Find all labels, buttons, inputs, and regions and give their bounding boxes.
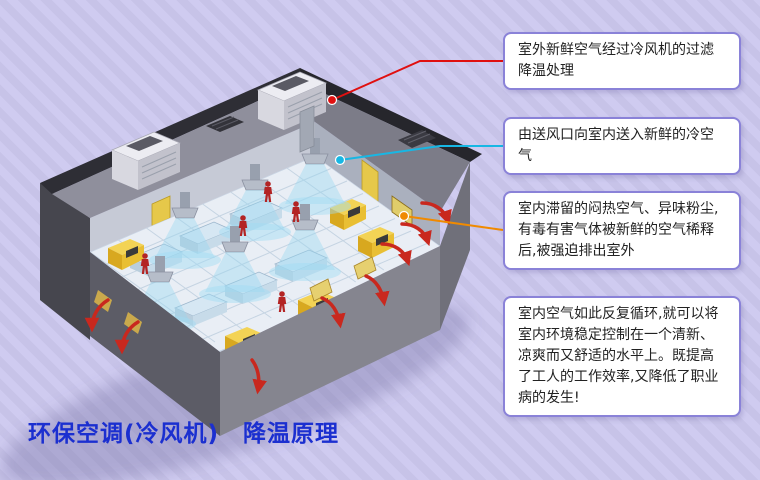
connector-line-red <box>331 60 503 101</box>
exhaust-air-arrows <box>84 201 452 395</box>
exhaust-arrow <box>420 201 452 226</box>
exhaust-arrow <box>400 222 432 247</box>
roof-grille-vent <box>398 130 436 148</box>
exhaust-arrow <box>84 298 110 333</box>
exhaust-vent <box>309 278 333 302</box>
marker-dot-intake <box>326 94 338 106</box>
callout-circulation-summary: 室内空气如此反复循环,就可以将室内环境稳定控制在一个清新、凉爽而又舒适的水平上。… <box>503 296 741 417</box>
callout-text: 室内空气如此反复循环,就可以将室内环境稳定控制在一个清新、凉爽而又舒适的水平上。… <box>518 306 719 406</box>
callout-text: 室外新鲜空气经过冷风机的过滤降温处理 <box>518 42 714 79</box>
exhaust-vent <box>124 312 142 334</box>
page-title: 环保空调(冷风机) 降温原理 <box>28 421 340 447</box>
exhaust-vent <box>94 290 112 312</box>
rooftop-cooler-unit <box>110 131 182 190</box>
exhaust-arrow <box>380 242 412 267</box>
marker-dot-supply <box>334 154 346 166</box>
callout-exhaust-air: 室内滞留的闷热空气、异味粉尘,有毒有害气体被新鲜的空气稀释后,被强迫排出室外 <box>503 191 741 270</box>
roof-rim-right <box>300 68 482 162</box>
front-left-exterior-wall <box>90 252 220 436</box>
exhaust-arrow <box>320 296 346 329</box>
callout-fresh-air-supply: 由送风口向室内送入新鲜的冷空气 <box>503 117 741 175</box>
far-left-interior-wall <box>90 122 315 252</box>
factory-building <box>40 68 482 436</box>
roof-deck-right <box>300 82 470 212</box>
callout-text: 室内滞留的闷热空气、异味粉尘,有毒有害气体被新鲜的空气稀释后,被强迫排出室外 <box>518 201 719 259</box>
supply-duct <box>299 105 315 153</box>
roof-deck-left <box>52 82 315 218</box>
exhaust-arrow <box>250 358 267 395</box>
left-exterior-wall <box>40 183 90 340</box>
exhaust-vents <box>94 195 413 334</box>
roof-grille-vent <box>206 116 244 132</box>
rooftop-cooler-unit <box>256 71 328 130</box>
connector-line-cyan <box>339 145 503 161</box>
roof-rim-left <box>40 68 300 194</box>
right-end-wall <box>440 162 470 330</box>
marker-dot-exhaust <box>398 210 410 222</box>
exhaust-arrow <box>364 274 390 307</box>
callout-text: 由送风口向室内送入新鲜的冷空气 <box>518 127 714 164</box>
connector-line-orange <box>403 215 504 231</box>
callout-outdoor-air-intake: 室外新鲜空气经过冷风机的过滤降温处理 <box>503 32 741 90</box>
exhaust-arrow <box>114 320 140 355</box>
callout-connectors <box>326 60 504 231</box>
exhaust-vent <box>353 256 377 280</box>
